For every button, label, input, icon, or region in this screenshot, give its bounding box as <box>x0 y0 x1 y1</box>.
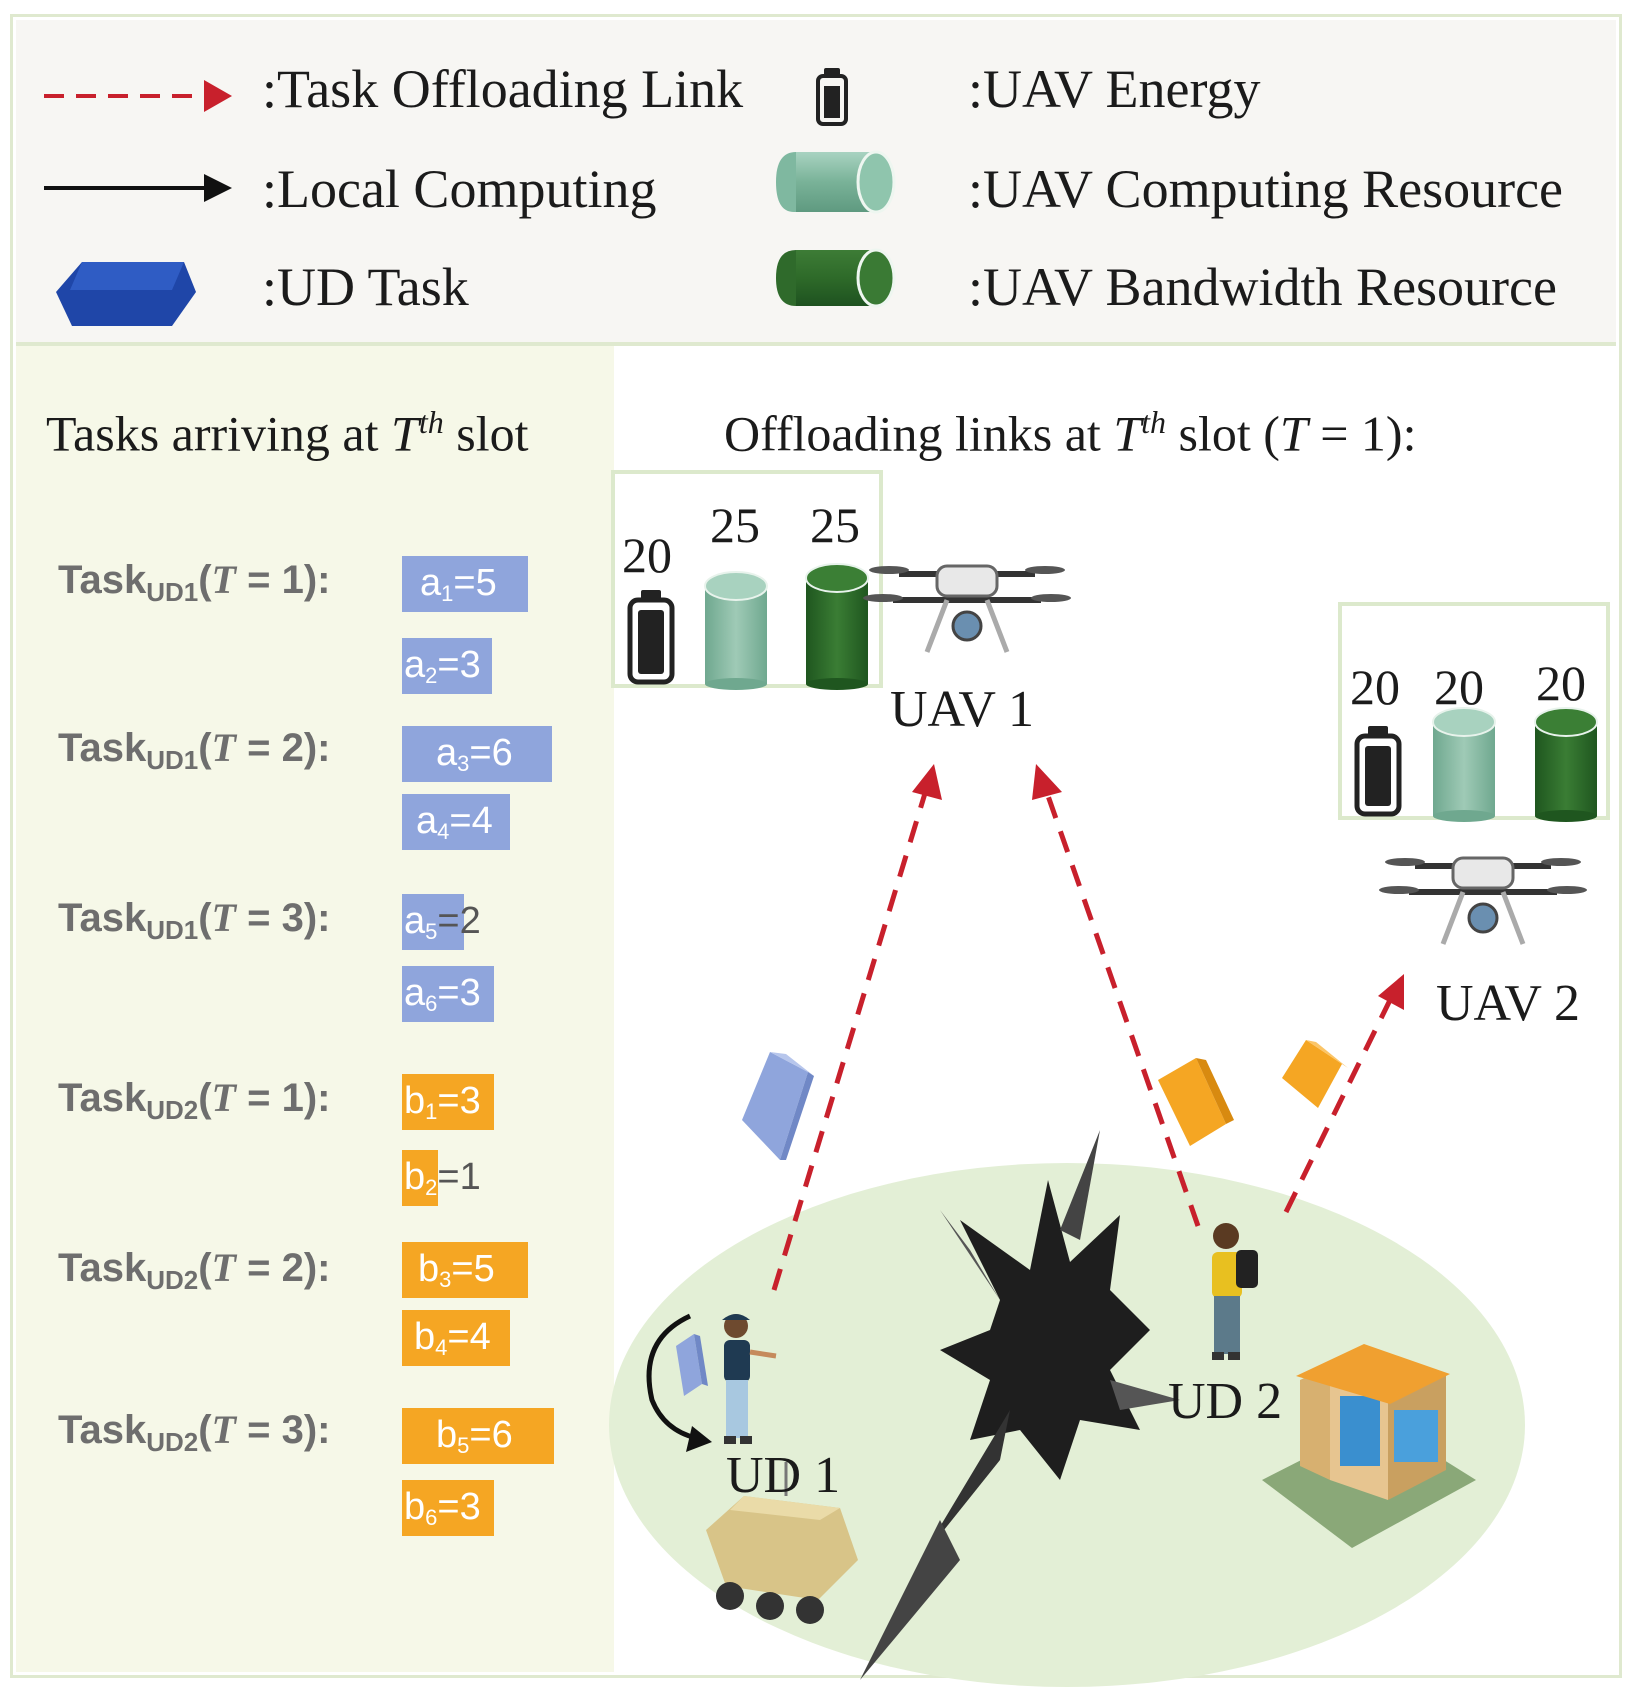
heading-tail: slot ( <box>1166 405 1280 462</box>
uav1-bandwidth-cylinder <box>805 563 869 690</box>
ud1-label: UD 1 <box>726 1447 841 1504</box>
legend-uav-energy: :UAV Energy <box>968 59 1261 119</box>
uav1-battery-icon <box>627 590 675 685</box>
offload-link-ud2-uav1 <box>1032 764 1201 1227</box>
solid-arrow-icon <box>44 174 232 202</box>
task-slot: 1 <box>281 1076 304 1120</box>
task-label-ud2-t2: TaskUD2(T = 2): <box>58 1245 331 1295</box>
task-slot: 2 <box>281 726 304 770</box>
local-task-block <box>676 1334 708 1396</box>
uav1-drone-icon <box>863 564 1071 653</box>
task-slot: 3 <box>281 896 304 940</box>
task-label-ud2-t3: TaskUD2(T = 3): <box>58 1407 331 1457</box>
heading-tail: slot <box>443 405 529 462</box>
uav2-bandwidth-cylinder <box>1534 707 1598 822</box>
bandwidth-cylinder-icon <box>776 248 896 308</box>
ud2-person-icon <box>1212 1223 1258 1360</box>
task-ud: UD2 <box>146 1265 199 1295</box>
offload-link-ud1-uav1 <box>771 764 942 1291</box>
uav1-bandwidth-value: 25 <box>810 497 860 553</box>
heading-end: = 1): <box>1307 405 1417 462</box>
legend-uav-bandwidth: :UAV Bandwidth Resource <box>968 257 1557 317</box>
heading-T2: T <box>1279 405 1308 462</box>
vehicle-icon <box>706 1462 858 1624</box>
task-ud: UD2 <box>146 1095 199 1125</box>
heading-th: th <box>1141 404 1167 440</box>
uav1-label: UAV 1 <box>890 681 1035 738</box>
building-icon <box>1262 1344 1476 1548</box>
heading-th: th <box>418 404 444 440</box>
battery-icon <box>816 68 848 126</box>
uav2-drone-icon <box>1379 856 1587 945</box>
task-label-ud1-t3: TaskUD1(T = 3): <box>58 895 331 945</box>
task-arrival-heading: Tasks arriving at Tth slot <box>46 396 528 463</box>
heading-text: Tasks arriving at <box>46 405 392 462</box>
uav2-bandwidth-value: 20 <box>1536 655 1586 711</box>
task-ud: UD1 <box>146 915 199 945</box>
task-label-ud2-t1: TaskUD2(T = 1): <box>58 1075 331 1125</box>
ud2-flying-task-block-2 <box>1282 1040 1348 1108</box>
task-ud: UD1 <box>146 745 199 775</box>
heading-text: Offloading links at <box>724 405 1114 462</box>
ground-crack <box>860 1130 1180 1680</box>
ud1-flying-task-block <box>742 1052 814 1160</box>
legend-ud-task: :UD Task <box>262 257 469 317</box>
uav1-energy-value: 20 <box>622 527 672 583</box>
task-ud: UD1 <box>146 577 199 607</box>
task-slot: 1 <box>281 558 304 602</box>
heading-T: T <box>1113 405 1142 462</box>
uav2-label: UAV 2 <box>1436 975 1581 1032</box>
ud1-person-icon <box>722 1314 777 1444</box>
uav2-computing-value: 20 <box>1434 659 1484 715</box>
heading-T: T <box>391 405 419 462</box>
uav2-battery-icon <box>1354 726 1402 817</box>
ud2-label: UD 2 <box>1168 1373 1283 1430</box>
figure-frame <box>10 14 1622 1678</box>
uav2-computing-cylinder <box>1432 707 1496 822</box>
ud2-flying-task-block-1 <box>1158 1058 1234 1146</box>
task-ud: UD2 <box>146 1427 199 1457</box>
offloading-heading: Offloading links at Tth slot (T = 1): <box>724 396 1416 463</box>
legend-offloading-link: :Task Offloading Link <box>262 59 744 119</box>
local-computing-arrow <box>646 1313 712 1452</box>
task-slot: 3 <box>281 1408 304 1452</box>
task-slot: 2 <box>281 1246 304 1290</box>
uav2-energy-value: 20 <box>1350 659 1400 715</box>
task-block-icon <box>56 262 196 326</box>
uav1-computing-cylinder <box>704 571 768 690</box>
task-label-ud1-t2: TaskUD1(T = 2): <box>58 725 331 775</box>
task-label-ud1-t1: TaskUD1(T = 1): <box>58 557 331 607</box>
uav1-computing-value: 25 <box>710 497 760 553</box>
legend-local-computing: :Local Computing <box>262 159 657 219</box>
dashed-arrow-icon <box>44 80 232 112</box>
offload-link-ud2-uav2 <box>1283 974 1404 1214</box>
legend-uav-computing: :UAV Computing Resource <box>968 159 1564 219</box>
computing-cylinder-icon <box>776 150 896 214</box>
